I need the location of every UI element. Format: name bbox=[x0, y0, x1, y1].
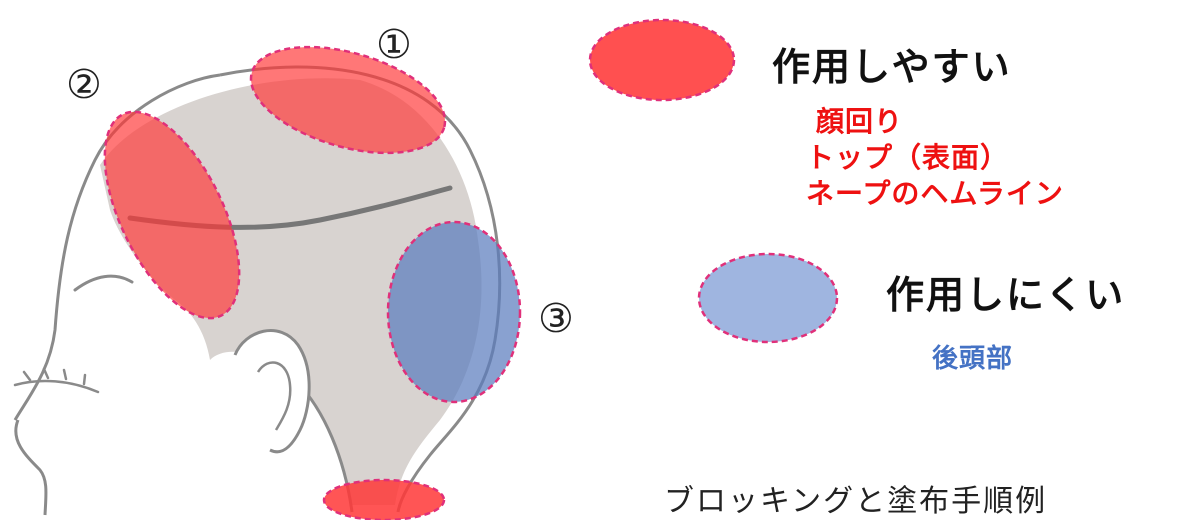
zone-3-back bbox=[386, 220, 522, 404]
legend-easy-item: ネープのヘムライン bbox=[806, 177, 1064, 210]
eyelashes bbox=[13, 367, 100, 394]
marker-2: ② bbox=[66, 62, 102, 108]
face-outline bbox=[13, 73, 221, 516]
marker-3: ③ bbox=[538, 296, 574, 342]
legend-hard-item: 後頭部 bbox=[932, 344, 1014, 374]
eyebrow bbox=[73, 274, 134, 292]
legend-easy-item: トップ（表面） bbox=[806, 141, 1010, 174]
legend-hard-swatch bbox=[697, 252, 839, 344]
legend-easy-items: 顔回り トップ（表面） ネープのヘムライン bbox=[806, 104, 1064, 212]
caption: ブロッキングと塗布手順例 bbox=[664, 484, 1048, 519]
legend-easy-item: 顔回り bbox=[816, 105, 904, 138]
legend-hard-label: 作用しにくい bbox=[886, 273, 1126, 317]
zone-2-face-line bbox=[103, 110, 241, 320]
ear-inner bbox=[256, 361, 292, 431]
marker-1: ① bbox=[376, 22, 412, 68]
zone-nape-hemline bbox=[322, 478, 446, 520]
legend-easy-label: 作用しやすい bbox=[772, 45, 1012, 89]
ear bbox=[233, 329, 311, 454]
zone-1-top bbox=[249, 45, 447, 155]
legend-easy-swatch bbox=[588, 18, 736, 102]
